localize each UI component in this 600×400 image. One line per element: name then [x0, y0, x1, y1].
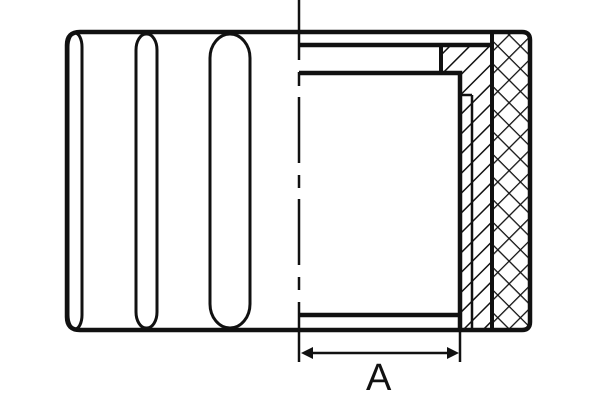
dimension-label: A [366, 357, 392, 399]
groove-1 [66, 31, 84, 331]
bore-lines [299, 42, 492, 330]
dimension-a [301, 330, 462, 362]
outer-ring-section [490, 32, 530, 330]
groove-2 [134, 32, 159, 330]
groove-3 [208, 32, 252, 330]
arrow-left-icon [301, 347, 313, 359]
arrow-right-icon [447, 347, 459, 359]
inner-sleeve-section [439, 45, 492, 330]
grooves [66, 31, 252, 331]
